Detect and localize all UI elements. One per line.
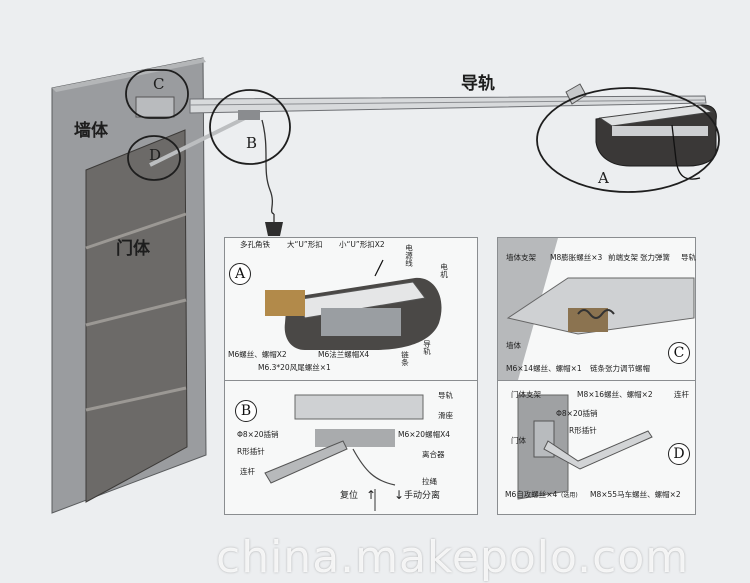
panel-d bbox=[497, 380, 696, 515]
panel-d-self-tap: M6自攻螺丝×4 bbox=[505, 490, 558, 499]
panel-b-connecting-rod: 连杆 bbox=[240, 467, 255, 476]
panel-d-door-bracket: 门体支架 bbox=[511, 390, 541, 399]
panel-d-door: 门体 bbox=[511, 436, 526, 445]
panel-a-flange-nut: M6法兰螺帽X4 bbox=[318, 350, 370, 359]
panel-b-manual-release: 手动分离 bbox=[404, 491, 441, 501]
panel-c-wall-bracket: 墙体支架 bbox=[506, 253, 536, 262]
panel-a-power-cord: 电源线 bbox=[404, 244, 414, 267]
panel-d-optional: (选用) bbox=[561, 492, 578, 499]
panel-a-big-u-clip: 大“U”形扣 bbox=[287, 240, 323, 249]
panel-d-carriage-bolt: M8×55马车螺丝、螺帽×2 bbox=[590, 490, 681, 499]
panel-b bbox=[224, 380, 478, 515]
panel-b-pull-rope: 拉绳 bbox=[422, 477, 437, 486]
circle-a-label: A bbox=[598, 169, 609, 187]
panel-c-wall: 墙体 bbox=[506, 341, 521, 350]
circle-d-label: D bbox=[149, 146, 162, 164]
panel-a-hex-bolt: M6.3*20风尾螺丝×1 bbox=[258, 363, 331, 372]
panel-c-badge: C bbox=[668, 342, 690, 364]
wall-label: 墙体 bbox=[74, 121, 108, 141]
panel-d-r-pin: R形插针 bbox=[569, 426, 597, 435]
rail-label: 导轨 bbox=[461, 74, 495, 94]
panel-b-reset-arrow: ↑ bbox=[366, 488, 377, 502]
panel-c-chain-nut: 链条张力调节螺帽 bbox=[590, 364, 650, 373]
panel-b-reset: 复位 bbox=[340, 491, 359, 501]
circle-c-label: C bbox=[153, 75, 165, 93]
panel-b-bolt-nut: M6×20螺帽X4 bbox=[398, 430, 450, 439]
panel-c-rail: 导轨 bbox=[681, 253, 696, 262]
panel-d-figure bbox=[517, 394, 653, 500]
panel-b-slider: 滑座 bbox=[438, 411, 453, 420]
door-label: 门体 bbox=[116, 239, 150, 259]
panel-a-small-u-clip: 小“U”形扣X2 bbox=[339, 240, 385, 249]
circle-a-outline bbox=[536, 87, 720, 193]
panel-a-badge: A bbox=[229, 263, 251, 285]
panel-a-perforated-angle: 多孔角铁 bbox=[240, 240, 270, 249]
panel-d-connecting-rod: 连杆 bbox=[674, 390, 689, 399]
panel-c-front-bracket: 前端支架 bbox=[608, 253, 638, 262]
panel-c-m8-screw: M8膨胀螺丝×3 bbox=[550, 253, 603, 262]
panel-a-figure bbox=[265, 259, 442, 350]
panel-d-badge: D bbox=[668, 443, 690, 465]
panel-b-pin: Φ8×20插销 bbox=[237, 430, 279, 439]
panel-b-rail: 导轨 bbox=[438, 391, 453, 400]
watermark: china.makepolo.com bbox=[216, 532, 690, 583]
circle-b-label: B bbox=[246, 134, 258, 152]
panel-b-figure bbox=[264, 394, 424, 511]
panel-b-badge: B bbox=[235, 400, 257, 422]
panel-d-m8-bolt: M8×16螺丝、螺帽×2 bbox=[577, 390, 653, 399]
panel-a-m6-bolt-nut: M6螺丝、螺帽X2 bbox=[228, 350, 287, 359]
panel-c-figure bbox=[498, 238, 695, 380]
panel-b-release-arrow: ↓ bbox=[394, 488, 405, 502]
panel-a bbox=[224, 237, 478, 381]
panel-b-clutch: 离合器 bbox=[422, 450, 445, 459]
panel-a-motor: 电机 bbox=[439, 263, 449, 278]
door-shape bbox=[85, 129, 188, 503]
panel-d-pin: Φ8×20插销 bbox=[556, 409, 598, 418]
panel-b-r-pin: R形插针 bbox=[237, 447, 265, 456]
panel-a-rail: 导轨 bbox=[422, 340, 432, 355]
panel-c-m6-bolt: M6×14螺丝、螺帽×1 bbox=[506, 364, 582, 373]
panel-a-chain: 链条 bbox=[400, 351, 410, 366]
panel-c bbox=[497, 237, 696, 381]
panel-c-tension-spring: 张力弹簧 bbox=[640, 253, 670, 262]
